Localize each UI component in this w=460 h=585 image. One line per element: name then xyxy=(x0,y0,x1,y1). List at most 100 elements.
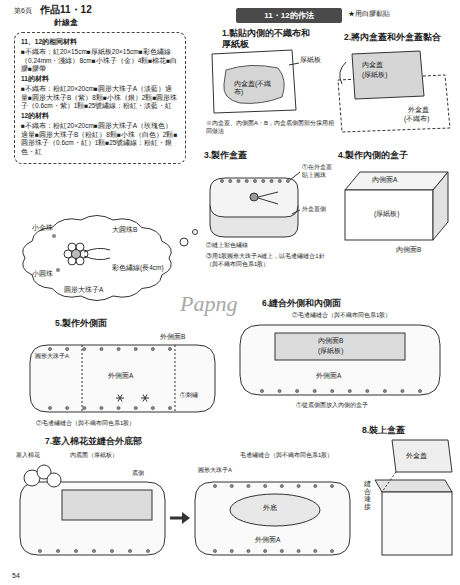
bead-dot xyxy=(262,179,265,182)
small-bead xyxy=(56,268,60,272)
bead-dot xyxy=(134,406,137,409)
part-label: 塞入棉花 xyxy=(16,452,40,460)
bead-dot xyxy=(314,484,317,487)
bead-dot xyxy=(230,549,233,552)
part-label: 外盒蓋 xyxy=(406,452,427,460)
lid-top xyxy=(210,178,298,217)
box-front xyxy=(345,190,433,240)
bead-dot xyxy=(314,549,317,552)
bead-dot xyxy=(247,484,250,487)
leader-line xyxy=(290,172,300,180)
bead-dot xyxy=(297,549,300,552)
thread xyxy=(84,256,110,260)
bead-dot xyxy=(220,179,223,182)
bead-dot xyxy=(331,389,334,392)
box-side xyxy=(433,172,448,240)
part-label: 內盒蓋 xyxy=(362,61,383,69)
bead-dot xyxy=(278,389,281,392)
embroidery-mark xyxy=(118,395,122,402)
step-heading: 5.製作外側面 xyxy=(55,318,107,329)
bead-dot xyxy=(168,406,171,409)
bead-dot xyxy=(260,389,263,392)
bead-dot xyxy=(286,179,289,182)
bead-dot xyxy=(110,549,113,552)
part-label: (厚紙板) xyxy=(318,347,343,355)
material-heading: 11的材料 xyxy=(21,75,179,84)
bead-dot xyxy=(92,549,95,552)
instruction: ①從底側面放入內側的盒子 xyxy=(296,402,446,410)
bead-dot xyxy=(66,347,69,350)
step-arrow xyxy=(170,517,182,520)
watermark: Papng xyxy=(180,290,237,318)
instruction: ①刺繡 xyxy=(180,392,198,400)
part-label: 彩色繡線(長4cm) xyxy=(112,264,168,272)
part-label: 圓形大珠子A xyxy=(198,467,232,475)
part-label: 小金珠 xyxy=(32,224,53,232)
inner-box xyxy=(275,333,405,360)
leader-line xyxy=(292,210,300,214)
embroidery-mark xyxy=(143,395,147,402)
bead-dot xyxy=(383,389,386,392)
bead-dot xyxy=(168,347,171,350)
box-top xyxy=(345,172,448,190)
bead-dot xyxy=(151,347,154,350)
bead-dot xyxy=(66,406,69,409)
bead-dot xyxy=(280,549,283,552)
bead-dot xyxy=(280,484,283,487)
part-label: (不織布) xyxy=(404,115,429,123)
part-label: 內側面B xyxy=(318,337,343,345)
bead-dot xyxy=(213,484,216,487)
bead-dot xyxy=(296,389,299,392)
bead xyxy=(250,193,258,201)
part-label: 內底面（厚紙板） xyxy=(70,452,118,460)
work-title: 作品11・12 xyxy=(40,4,92,17)
instruction: ②毛邊繡縫合（與不織布同色系1股） xyxy=(36,420,206,428)
bead-dot xyxy=(330,484,333,487)
part-label: 外側面B xyxy=(160,333,185,341)
part-label: 外側面A xyxy=(316,372,341,380)
bead-dot xyxy=(237,179,240,182)
step-heading: 7.塞入棉花並縫合外底部 xyxy=(45,436,142,447)
bead-dot xyxy=(264,484,267,487)
instruction: ②毛邊繡縫合（與不織布同色系1股） xyxy=(292,312,442,320)
bead-dot xyxy=(117,347,120,350)
materials-box: 11、12的相同材料■不織布：紅20×15cm■厚紙板20×15cm■彩色繡線（… xyxy=(14,32,186,164)
instruction: ③用1股圓形大珠子A縫上，以毛邊繡縫合1針（與不織布同色系1股） xyxy=(206,253,331,268)
part-label: 外盒蓋側 xyxy=(302,206,326,214)
outer-side xyxy=(240,325,440,395)
step-arrow-head xyxy=(182,512,190,524)
bead-dot xyxy=(278,179,281,182)
leader-line xyxy=(289,63,299,65)
cloud-shape xyxy=(23,215,172,300)
fold-line xyxy=(82,345,83,412)
part-label: 厚紙板 xyxy=(300,56,321,64)
part-label: 縫合連接 xyxy=(364,480,371,511)
detail-cloud: 小金珠大圓珠B彩色繡線(長4cm)小圓珠圓形大珠子A xyxy=(18,212,176,304)
instruction: ①在外盒蓋貼上圓珠 xyxy=(302,164,336,179)
bead-dot xyxy=(128,549,131,552)
step-heading: 3.製作盒蓋 xyxy=(204,150,247,161)
bead-dot xyxy=(418,389,421,392)
note: ★用白膠黏貼 xyxy=(348,10,390,19)
embroidery-mark xyxy=(118,395,122,402)
hinge-seam xyxy=(382,472,396,492)
bead-dot xyxy=(48,347,51,350)
material-list: ■不織布：粉紅20×20cm■圓形大珠子A（玫瑰色）適量■圓形大珠子B（粉紅）8… xyxy=(21,122,179,157)
header-band: 11・12的作法 xyxy=(236,8,342,23)
bead-dot xyxy=(100,347,103,350)
bead-dot xyxy=(366,389,369,392)
bead-dot xyxy=(48,406,51,409)
note: ※內盒蓋、內側面A・B，內盒底側面部分採用相同做法 xyxy=(206,120,334,135)
bead-dot xyxy=(313,389,316,392)
inner-lid xyxy=(352,51,424,99)
part-label: (厚紙板) xyxy=(374,210,399,218)
bead-dot xyxy=(83,406,86,409)
part-label: 外底 xyxy=(263,504,277,512)
box-title: 針線盒 xyxy=(54,18,78,28)
box-body xyxy=(195,482,350,555)
material-heading: 11、12的相同材料 xyxy=(21,38,179,47)
cloud-tail xyxy=(180,238,188,246)
bead-dot xyxy=(146,549,149,552)
part-label: 底側 xyxy=(132,470,144,478)
bead-dot xyxy=(230,484,233,487)
